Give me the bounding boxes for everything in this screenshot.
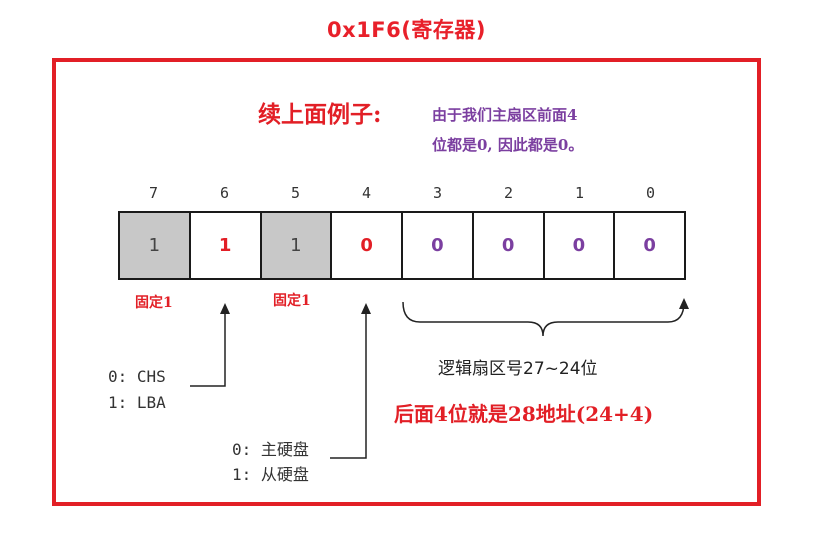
bit-cell-7: 1 xyxy=(120,213,191,278)
bit-number-2: 2 xyxy=(503,184,514,202)
note-line-1: 由于我们主扇区前面4 xyxy=(432,106,578,124)
bit-number-7: 7 xyxy=(148,184,159,202)
drive-option-1: 1: 从硬盘 xyxy=(232,465,309,484)
bit-number-1: 1 xyxy=(574,184,585,202)
brace-arrow-head xyxy=(679,298,689,309)
lba-connector xyxy=(190,312,226,387)
lba-mode-option-0: 0: CHS xyxy=(108,367,166,386)
sector-number-label: 逻辑扇区号27~24位 xyxy=(438,359,598,379)
sector-brace xyxy=(402,301,685,337)
bit-cell-2: 0 xyxy=(474,213,545,278)
address-note: 后面4位就是28地址(24+4) xyxy=(394,402,654,426)
lba-arrow-head xyxy=(220,303,230,314)
bit-number-5: 5 xyxy=(290,184,301,202)
drive-arrow-head xyxy=(361,303,371,314)
drive-connector xyxy=(330,312,367,459)
bit-number-3: 3 xyxy=(432,184,443,202)
register-bit-table: 1 1 1 0 0 0 0 0 xyxy=(118,211,686,280)
lba-mode-option-1: 1: LBA xyxy=(108,393,166,412)
drive-option-0: 0: 主硬盘 xyxy=(232,440,309,459)
bit-number-6: 6 xyxy=(219,184,230,202)
fixed-one-label-bit7: 固定1 xyxy=(135,295,173,311)
bit-cell-5: 1 xyxy=(261,213,333,278)
bit-cell-0: 0 xyxy=(643,235,656,256)
bit-number-4: 4 xyxy=(361,184,372,202)
fixed-one-label-bit5: 固定1 xyxy=(273,293,311,309)
example-heading: 续上面例子: xyxy=(258,101,382,128)
bit-cell-6: 1 xyxy=(191,213,262,278)
bit-cell-4: 0 xyxy=(332,213,403,278)
bit-number-0: 0 xyxy=(645,184,656,202)
bit-cell-1: 0 xyxy=(545,213,616,278)
bit-cell-3: 0 xyxy=(403,213,474,278)
highlight-frame xyxy=(52,58,761,506)
note-line-2: 位都是0, 因此都是0。 xyxy=(432,136,584,154)
page-title: 0x1F6(寄存器) xyxy=(327,18,486,42)
